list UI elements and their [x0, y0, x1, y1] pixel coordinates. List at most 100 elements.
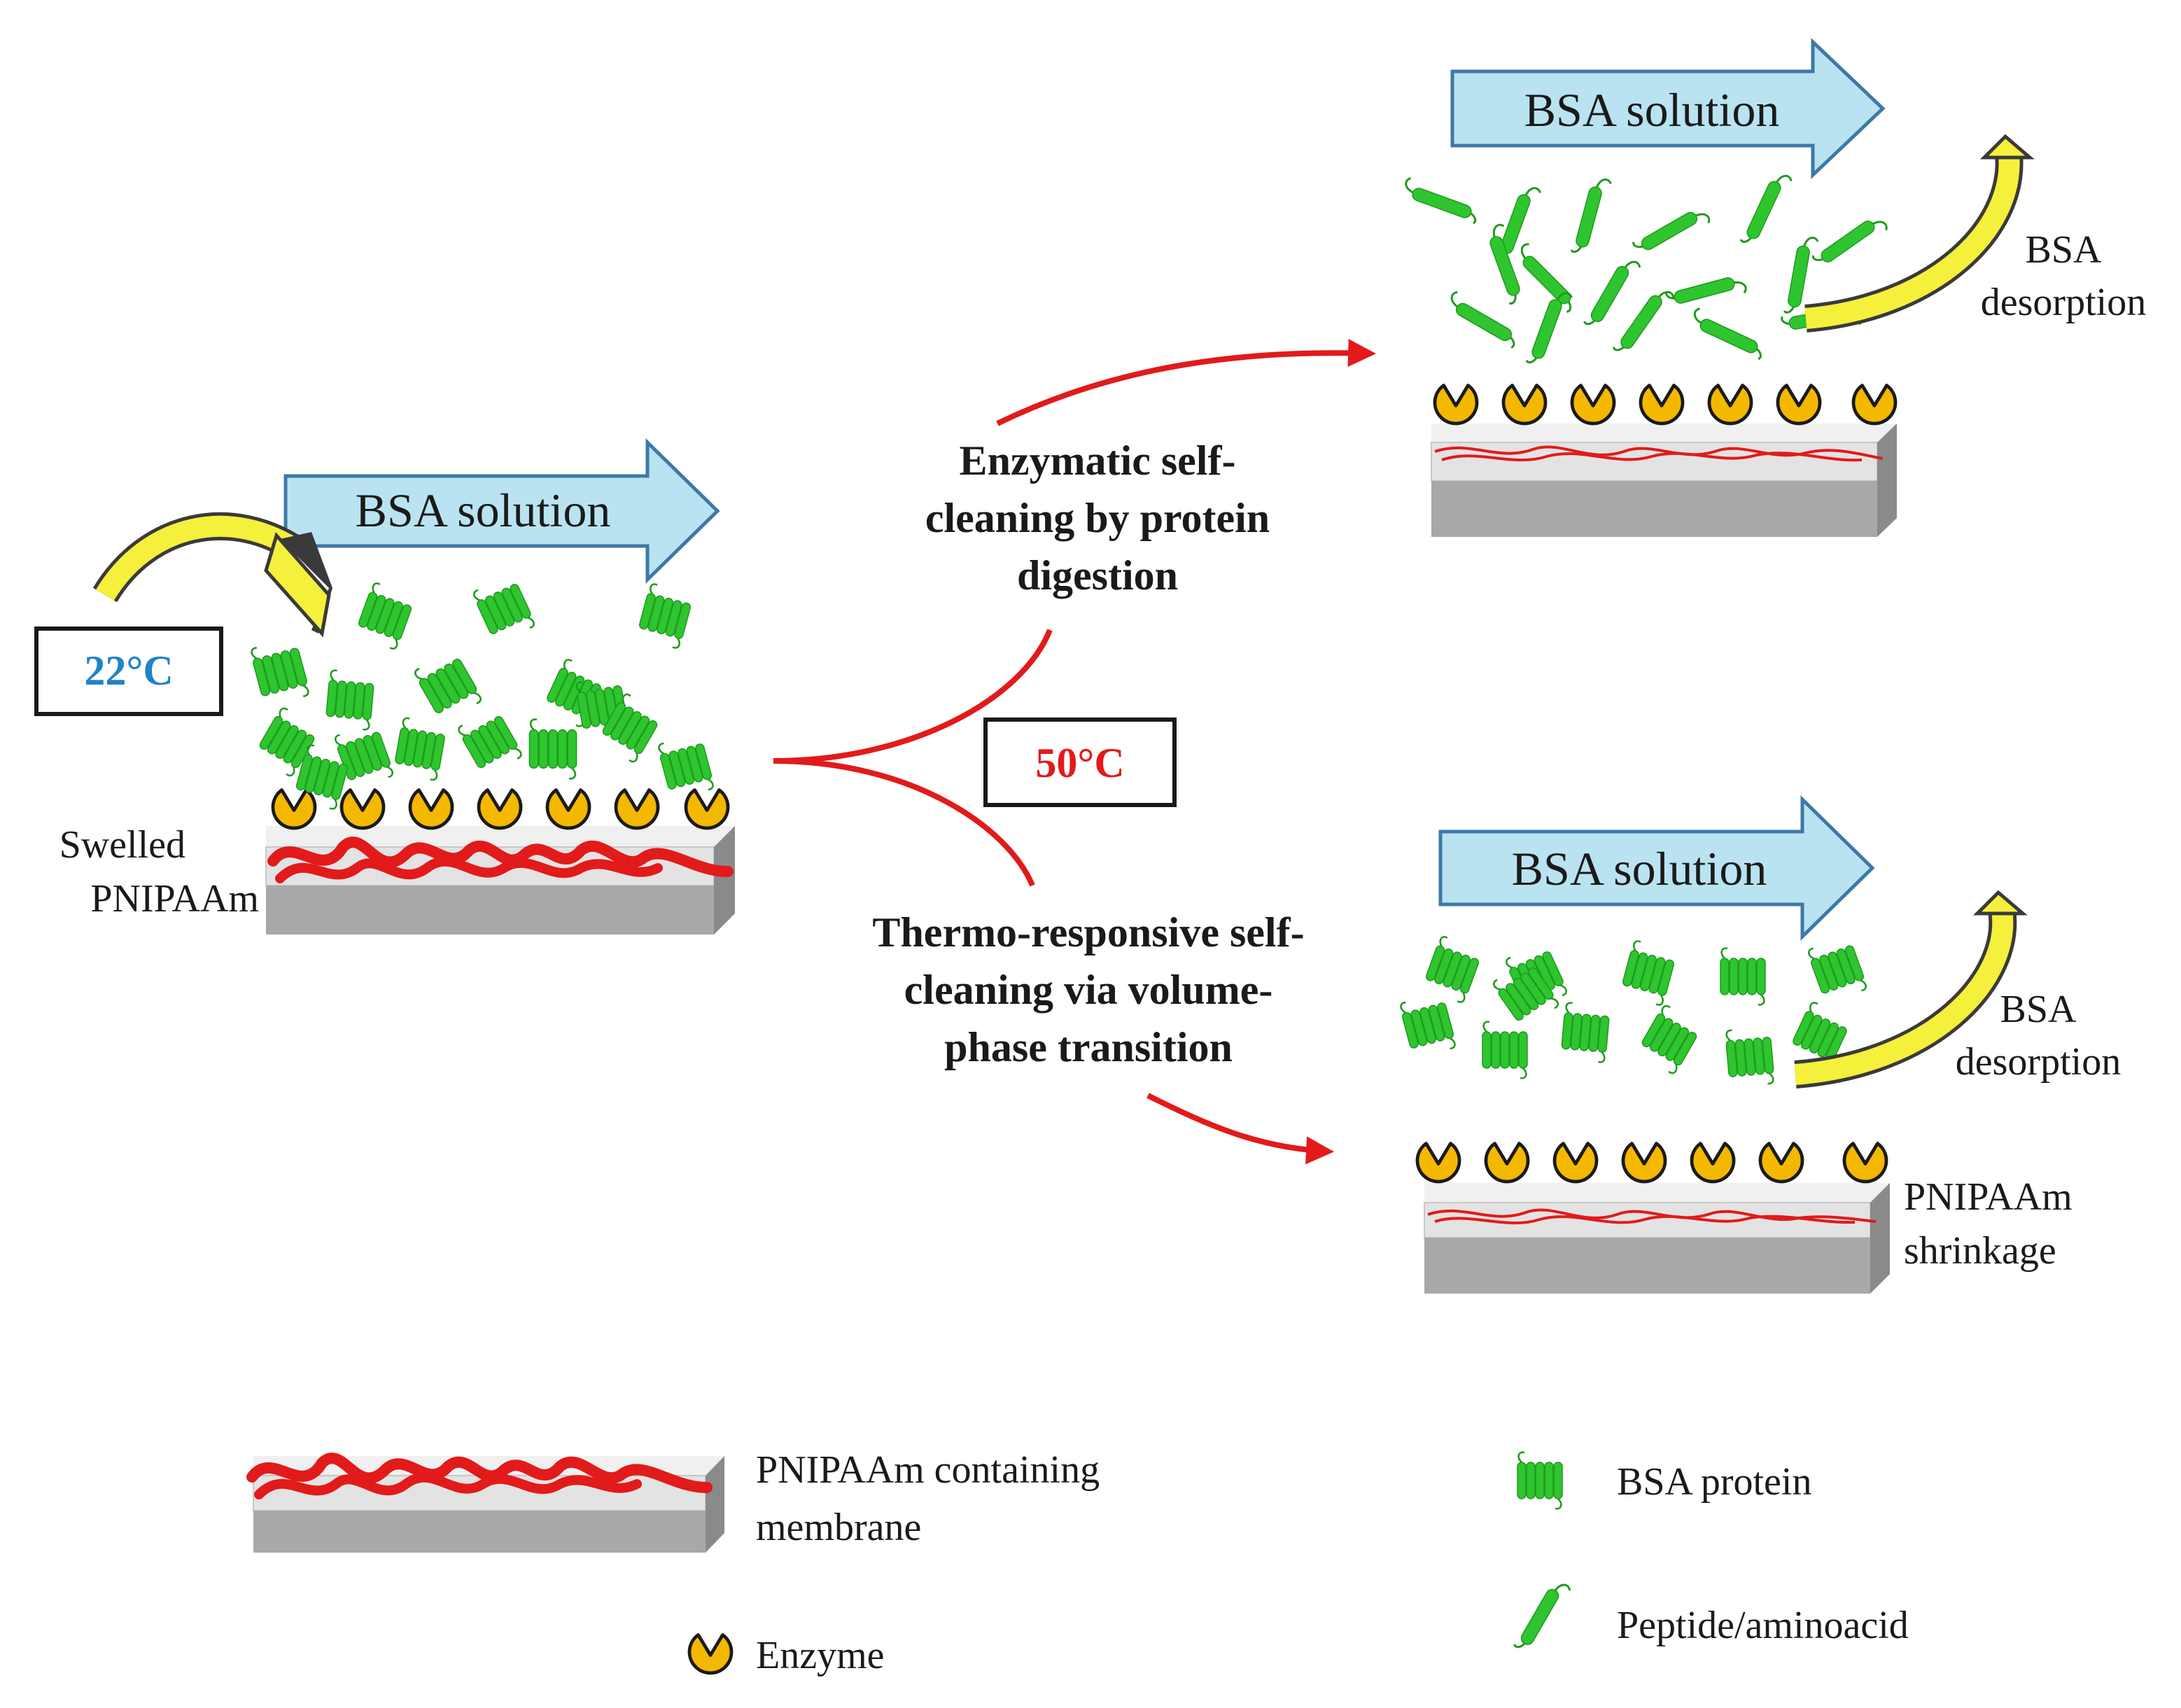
bsa-protein-icon [658, 742, 714, 791]
bsa-protein-icon [528, 718, 577, 780]
peptide-icon [1520, 243, 1572, 313]
legend-peptide-icon [1513, 1583, 1571, 1648]
bottom-right-panel: BSA solution BSA desorption PNIPAAm shri… [1400, 795, 2121, 1294]
swelled-pnipaam-chain [267, 836, 734, 883]
top-right-peptide-cluster [1405, 174, 1888, 364]
enzyme-icon [1552, 1142, 1599, 1184]
bsa-protein-icon [295, 744, 349, 810]
legend-membrane-icon [246, 1452, 724, 1553]
peptide-icon [1693, 307, 1762, 360]
enzymatic-line3: digestion [1017, 552, 1178, 598]
pnipaam-shrinkage-line2: shrinkage [1904, 1229, 2056, 1273]
left-bsa-protein-cluster [251, 582, 714, 810]
legend-bsa-protein-label: BSA protein [1617, 1460, 1811, 1504]
top-right-panel: BSA solution BSA desorption [1405, 38, 2146, 537]
bsa-protein-icon [1725, 1029, 1774, 1085]
enzymatic-line1: Enzymatic self- [960, 438, 1236, 484]
bottom-right-membrane [1424, 1183, 1890, 1294]
enzyme-icon [1570, 384, 1616, 426]
left-bsa-solution-arrow: BSA solution [283, 438, 720, 584]
bottom-right-desorption-line1: BSA [2000, 988, 2077, 1031]
legend-peptide-label: Peptide/aminoacid [1617, 1604, 1909, 1647]
top-right-bsa-solution-arrow: BSA solution [1450, 38, 1886, 179]
enzyme-icon [408, 788, 454, 830]
bsa-protein-icon [602, 693, 658, 763]
enzymatic-line2: cleaning by protein [925, 495, 1270, 541]
bsa-protein-icon [473, 584, 535, 634]
legend: PNIPAAm containing membrane Enzyme BSA p… [246, 1448, 1909, 1677]
peptide-icon [1739, 174, 1793, 243]
top-right-bsa-solution-label: BSA solution [1524, 83, 1780, 136]
peptide-icon [1525, 292, 1573, 364]
bsa-protein-icon [358, 582, 412, 650]
legend-enzyme-icon [687, 1633, 734, 1675]
bsa-protein-icon [1492, 967, 1559, 1021]
enzyme-icon [1842, 1142, 1888, 1184]
peptide-icon [1405, 177, 1477, 225]
bsa-protein-icon [395, 717, 445, 781]
peptide-icon [1450, 290, 1515, 349]
enzyme-icon [687, 1633, 734, 1675]
enzyme-icon [1639, 384, 1685, 426]
enzymatic-pathway-label: Enzymatic self- cleaning by protein dige… [925, 438, 1270, 598]
thermo-pathway-label: Thermo-responsive self- cleaning via vol… [872, 909, 1304, 1070]
left-membrane [265, 826, 735, 934]
bsa-protein-icon [259, 707, 315, 777]
left-panel: BSA solution 22°C Swelled PNIPAAm [34, 438, 735, 934]
swelled-label: Swelled [59, 823, 185, 867]
peptide-icon [1665, 277, 1747, 304]
temp-label-50c: 50°C [1035, 740, 1124, 786]
bottom-right-bsa-solution-arrow: BSA solution [1438, 795, 1875, 941]
top-right-enzyme-row [1433, 384, 1898, 426]
bsa-protein-icon [1622, 940, 1675, 1006]
enzyme-icon [339, 788, 386, 830]
bsa-protein-icon [1482, 1021, 1528, 1079]
left-enzyme-row [271, 788, 730, 830]
enzyme-icon [1501, 384, 1548, 426]
bsa-protein-icon [1808, 945, 1867, 994]
bottom-right-bsa-solution-label: BSA solution [1512, 842, 1767, 895]
temp-label-22c: 22°C [84, 648, 173, 694]
enzyme-icon [1851, 384, 1898, 426]
left-adsorption-arrow [92, 512, 332, 638]
peptide-icon [1632, 211, 1711, 251]
left-bsa-solution-label: BSA solution [356, 484, 611, 537]
pnipaam-label: PNIPAAm [90, 877, 259, 920]
top-right-desorption-line2: desorption [1981, 281, 2146, 324]
enzyme-icon [271, 788, 317, 830]
enzyme-icon [1707, 384, 1753, 426]
bsa-protein-icon [1720, 947, 1766, 1006]
peptide-icon [1570, 178, 1612, 253]
bsa-protein-icon [1561, 1002, 1610, 1063]
bsa-protein-icon [1400, 1001, 1456, 1050]
bsa-protein-icon [335, 732, 393, 780]
top-right-membrane [1431, 424, 1897, 537]
bottom-right-desorption-line2: desorption [1956, 1040, 2121, 1084]
bottom-right-enzyme-row [1415, 1142, 1888, 1184]
enzyme-icon [1621, 1142, 1667, 1184]
bsa-protein-icon [251, 647, 309, 697]
legend-enzyme-label: Enzyme [756, 1634, 884, 1677]
temperature-box-22c: 22°C [34, 626, 223, 716]
peptide-icon [1612, 290, 1675, 351]
peptide-icon [1583, 260, 1641, 326]
peptide-icon [1489, 223, 1520, 304]
peptide-icon [1783, 237, 1819, 314]
enzyme-icon [1433, 384, 1479, 426]
bsa-protein-icon [1641, 1004, 1697, 1074]
thermo-line3: phase transition [944, 1024, 1233, 1070]
enzyme-icon [1776, 384, 1822, 426]
thermo-line1: Thermo-responsive self- [872, 909, 1304, 955]
pathway-arrows [773, 339, 1376, 1165]
temperature-box-50c: 50°C [983, 718, 1177, 807]
bsa-protein-icon [1517, 1451, 1563, 1510]
bsa-protein-icon [414, 659, 482, 713]
enzyme-icon [1484, 1142, 1530, 1184]
top-right-desorption-line1: BSA [2026, 228, 2102, 272]
pnipaam-shrinkage-line1: PNIPAAm [1904, 1175, 2073, 1219]
bsa-protein-icon [1425, 936, 1480, 1003]
bsa-protein-icon [638, 583, 692, 649]
legend-membrane-line2: membrane [756, 1506, 921, 1549]
enzyme-icon [614, 788, 660, 830]
